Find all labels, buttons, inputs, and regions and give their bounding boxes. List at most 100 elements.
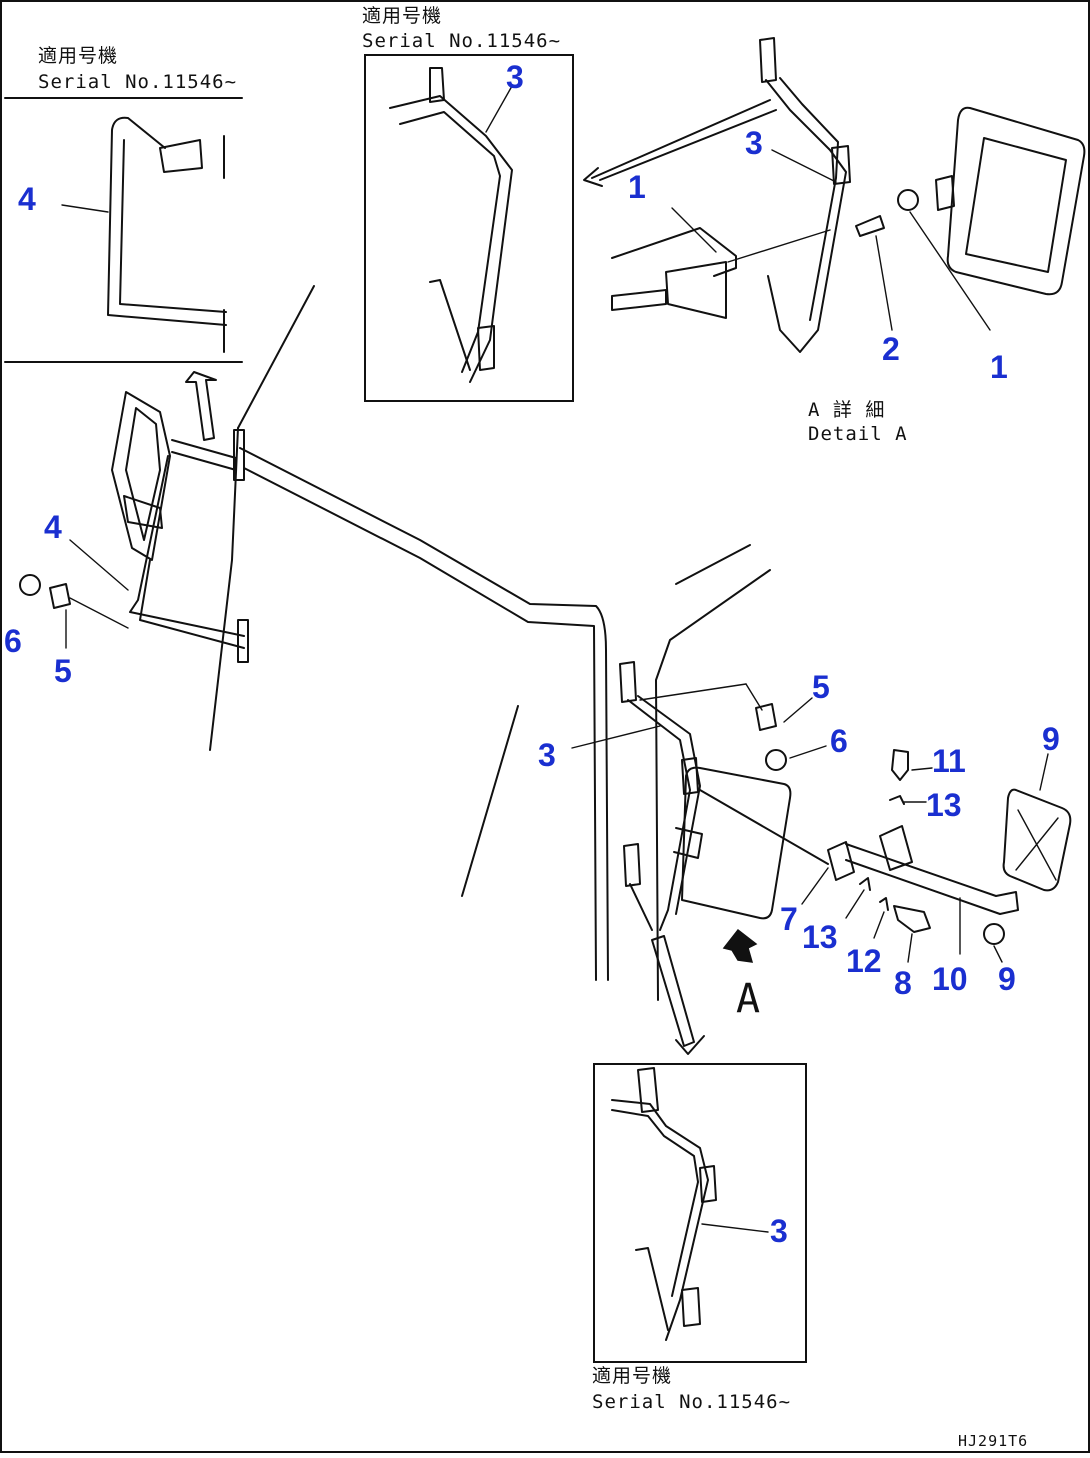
inset-frame-bottom: [593, 1063, 807, 1363]
cab-rear-edge: [675, 544, 751, 585]
inset-top-left: 適用号機 Serial No.11546~ 4: [4, 45, 243, 363]
cab-body: [209, 285, 771, 1001]
callout-13b: 13: [802, 919, 838, 955]
down-arrow-head: [675, 1035, 705, 1055]
right-bracket-rod-inner: [637, 695, 701, 915]
callout-5a: 5: [54, 653, 72, 689]
callout-3b: 3: [745, 125, 763, 161]
callout-11: 11: [932, 743, 966, 779]
leader-3a: [485, 85, 513, 133]
leader-13b: [845, 889, 865, 919]
detail-clamp-top: [611, 227, 737, 277]
right-mirror-assembly: A 5 6 3 11 13 9 7: [538, 661, 1072, 1055]
leader-3d: [701, 1223, 769, 1233]
detail-mirror-glass: [965, 137, 1067, 273]
bottom-bracket-rod: [611, 1099, 709, 1341]
washer-13b: [859, 877, 871, 891]
up-arrow: [185, 371, 217, 441]
inset-bottom: 3 適用号機 Serial No.11546~: [592, 1063, 807, 1413]
leader-6b: [789, 745, 827, 759]
right-nut-6: [765, 749, 787, 771]
serial-label-jp-3: 適用号機: [592, 1365, 672, 1387]
bracket-clamp: [159, 139, 203, 173]
bracket-3-lower-arm: [429, 279, 471, 371]
right-lower-mount: [623, 843, 641, 887]
serial-label-en-3: Serial No.11546~: [592, 1391, 791, 1413]
left-bracket-rod-inner: [139, 559, 245, 649]
detail-mirror-ear: [935, 175, 955, 211]
left-mirror-head: [111, 391, 171, 561]
callout-3d: 3: [770, 1213, 788, 1249]
callout-9b: 9: [998, 961, 1016, 997]
right-mirror-head: [681, 766, 792, 920]
serial-label-en-2: Serial No.11546~: [362, 30, 561, 52]
left-upper-mount: [233, 429, 245, 481]
washer-13a: [889, 795, 905, 805]
detail-mirror-head: [946, 106, 1086, 296]
clamp-block: [879, 825, 913, 871]
mirror-bracket-4-inner: [119, 139, 227, 313]
callout-4a: 4: [18, 181, 36, 217]
right-bolt-5: [755, 703, 777, 731]
cab-roof-line-inner: [243, 467, 597, 981]
callout-7: 7: [780, 901, 798, 937]
left-bracket-top-rod: [171, 439, 237, 471]
mirror-head-9: [1002, 788, 1072, 892]
leader-9b: [993, 945, 1003, 963]
callout-3a: 3: [506, 59, 524, 95]
lower-mount-ear: [477, 325, 495, 371]
right-mirror-clamp: [673, 827, 703, 859]
bottom-bracket-rod-inner: [611, 1109, 699, 1297]
inset-frame-top: [364, 54, 574, 402]
left-mirror-clamp: [123, 495, 163, 529]
callout-9a: 9: [1042, 721, 1060, 757]
right-upper-mount: [619, 661, 637, 703]
leader-5b-b: [745, 683, 763, 711]
serial-label-jp: 適用号機: [38, 45, 118, 67]
leader-12: [873, 911, 885, 939]
right-mid-mount: [681, 757, 699, 795]
left-bracket-rod: [129, 455, 245, 637]
detail-axis-line: [727, 229, 831, 263]
serial-label-jp-2: 適用号機: [362, 5, 442, 27]
detail-upper-ear: [759, 37, 777, 83]
callout-13a: 13: [926, 787, 962, 823]
inset-top-middle: 適用号機 Serial No.11546~ 3: [362, 5, 574, 402]
leader-11: [911, 767, 933, 771]
bottom-upper-ear: [637, 1067, 659, 1113]
bottom-lower-arm: [635, 1247, 669, 1331]
detail-mid-ear: [831, 145, 851, 185]
direction-arrow-line-2: [599, 109, 777, 181]
callout-10: 10: [932, 961, 968, 997]
leader-9a: [1039, 753, 1049, 791]
bottom-lower-ear: [681, 1287, 701, 1327]
callout-4b: 4: [44, 509, 62, 545]
left-mount-plate: [237, 619, 249, 663]
direction-arrow-line: [591, 99, 771, 179]
left-nut-6: [19, 574, 41, 596]
detail-label-jp: A 詳 細: [808, 399, 885, 421]
left-bolt-5: [49, 583, 71, 609]
callout-2: 2: [882, 331, 900, 367]
callout-1b: 1: [990, 349, 1008, 385]
view-arrow-a: [722, 928, 758, 963]
bolt-8: [893, 905, 931, 933]
mirror-glass-line-2: [1015, 817, 1059, 871]
callout-8: 8: [894, 965, 912, 1001]
left-bolt-axis: [69, 597, 129, 629]
leader-3c: [571, 725, 661, 749]
drawing-code: HJ291T6: [958, 1432, 1028, 1450]
detail-clamp-bolt: [611, 289, 667, 311]
bottom-mid-ear: [699, 1165, 717, 1203]
callout-3c: 3: [538, 737, 556, 773]
callout-5b: 5: [812, 669, 830, 705]
detail-bracket-rod-inner: [779, 77, 839, 321]
bracket-3-rod: [389, 95, 513, 383]
left-mirror-assembly: 4 6 5: [4, 371, 249, 689]
view-arrow-a-label: A: [736, 976, 761, 1022]
leader-3b: [771, 149, 837, 183]
callout-6a: 6: [4, 623, 22, 659]
